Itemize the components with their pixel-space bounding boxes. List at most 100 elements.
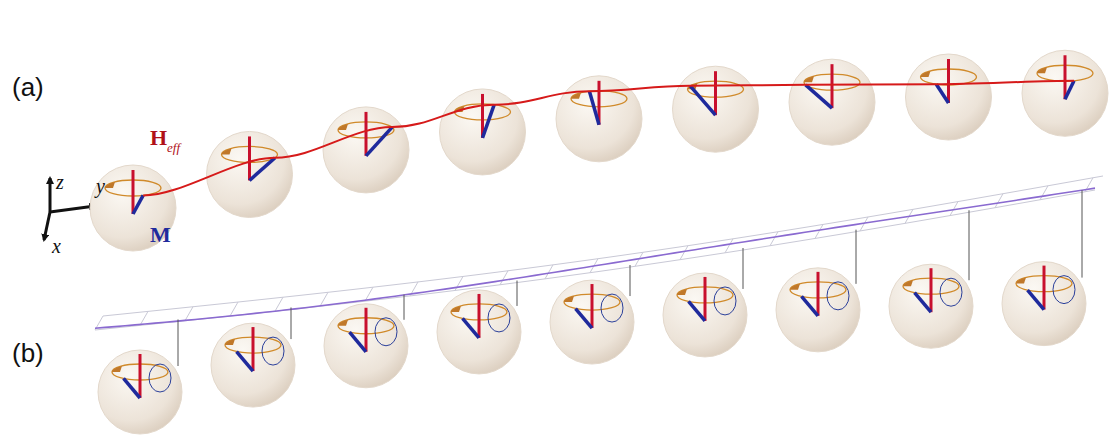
heff-vector	[947, 59, 950, 103]
m-vector	[589, 91, 599, 125]
strip-cell	[545, 265, 553, 279]
heff-vector	[132, 170, 135, 214]
heff-vector	[704, 277, 707, 321]
strip-cell	[275, 297, 283, 311]
strip-cell	[185, 307, 193, 321]
cone-mark	[112, 366, 122, 372]
heff-vector	[714, 71, 717, 115]
bloch-sphere	[789, 59, 875, 145]
heff-vector	[930, 268, 933, 312]
heff-vector	[365, 308, 368, 352]
bloch-sphere	[1022, 50, 1108, 136]
heff-vector	[478, 294, 481, 338]
bloch-sphere	[437, 290, 521, 374]
strip-cell	[1040, 186, 1048, 200]
leader-line	[291, 307, 292, 339]
orbit-loop	[827, 282, 849, 310]
m-vector	[1065, 81, 1074, 99]
bloch-sphere	[673, 66, 759, 152]
field-subscript: eff	[167, 141, 180, 154]
sphere-row-b	[98, 190, 1086, 434]
bloch-sphere	[440, 89, 526, 175]
m-vector	[350, 332, 366, 352]
axis-label: y	[96, 176, 105, 196]
magnetization-symbol: M	[150, 224, 171, 246]
strip-cell	[500, 271, 508, 285]
precession-wave	[143, 81, 1074, 196]
m-vector	[366, 127, 392, 156]
leader-line	[178, 319, 179, 366]
leader-line	[969, 210, 970, 280]
leader-line	[1082, 190, 1083, 277]
bloch-sphere	[906, 54, 992, 140]
cone-mark	[451, 306, 461, 312]
leader-line	[404, 295, 405, 320]
strip-cell	[770, 232, 778, 246]
cone-mark	[564, 296, 574, 302]
strip-cell	[995, 194, 1003, 208]
m-vector	[124, 378, 140, 398]
panel-label: (a)	[12, 74, 44, 100]
bloch-sphere	[90, 165, 176, 251]
cone-mark	[1037, 67, 1047, 73]
heff-vector	[831, 64, 834, 108]
heff-vector	[365, 112, 368, 156]
heff-vector	[252, 327, 255, 371]
heff-vector	[248, 136, 251, 180]
bloch-sphere	[323, 107, 409, 193]
orbit-loop	[262, 337, 284, 365]
orbit-loop	[714, 287, 736, 315]
m-vector	[463, 318, 479, 338]
m-vector	[237, 352, 253, 372]
m-vector	[1028, 290, 1044, 310]
sphere-row-a	[90, 50, 1108, 251]
orbit-loop	[940, 278, 962, 306]
heff-vector	[1043, 266, 1046, 310]
m-vector	[915, 293, 931, 313]
orbit-loop	[1053, 276, 1075, 304]
cone-mark	[1016, 278, 1026, 284]
cone-mark	[677, 289, 687, 295]
m-vector	[576, 309, 592, 329]
m-vector	[690, 86, 715, 115]
leader-line	[517, 281, 518, 306]
cone-mark	[790, 284, 800, 290]
cone-mark	[921, 71, 931, 77]
orbit-loop	[375, 318, 397, 346]
m-vector	[689, 301, 705, 321]
cone-mark	[338, 320, 348, 326]
panel-label: (b)	[12, 340, 44, 366]
bloch-sphere	[663, 273, 747, 357]
axis-label: z	[56, 172, 64, 192]
heff-vector	[591, 284, 594, 328]
cone-mark	[571, 93, 581, 99]
orbit-loop	[149, 364, 171, 392]
cone-mark	[903, 280, 913, 286]
m-vector	[806, 85, 832, 108]
bloch-sphere	[207, 131, 293, 217]
leader-line	[856, 230, 857, 284]
strip-cell	[725, 239, 733, 253]
bloch-sphere	[211, 323, 295, 407]
heff-vector	[1064, 55, 1067, 99]
bloch-sphere	[550, 280, 634, 364]
leader-line	[630, 265, 631, 296]
cone-mark	[222, 148, 232, 154]
m-vector	[802, 296, 818, 316]
m-vector	[483, 105, 495, 138]
axis-triad	[44, 178, 95, 240]
strip-cell	[455, 276, 463, 290]
strip-cell	[815, 224, 823, 238]
bloch-sphere	[1002, 262, 1086, 346]
bloch-sphere	[776, 268, 860, 352]
heff-vector	[139, 354, 142, 398]
bloch-sphere	[889, 264, 973, 348]
cone-mark	[804, 76, 814, 82]
leader-line	[743, 248, 744, 289]
orbit-loop	[488, 304, 510, 332]
bloch-sphere	[324, 304, 408, 388]
strip-cell	[320, 292, 328, 306]
cone-mark	[225, 339, 235, 345]
cone-mark	[338, 124, 348, 130]
orbit-loop	[601, 294, 623, 322]
